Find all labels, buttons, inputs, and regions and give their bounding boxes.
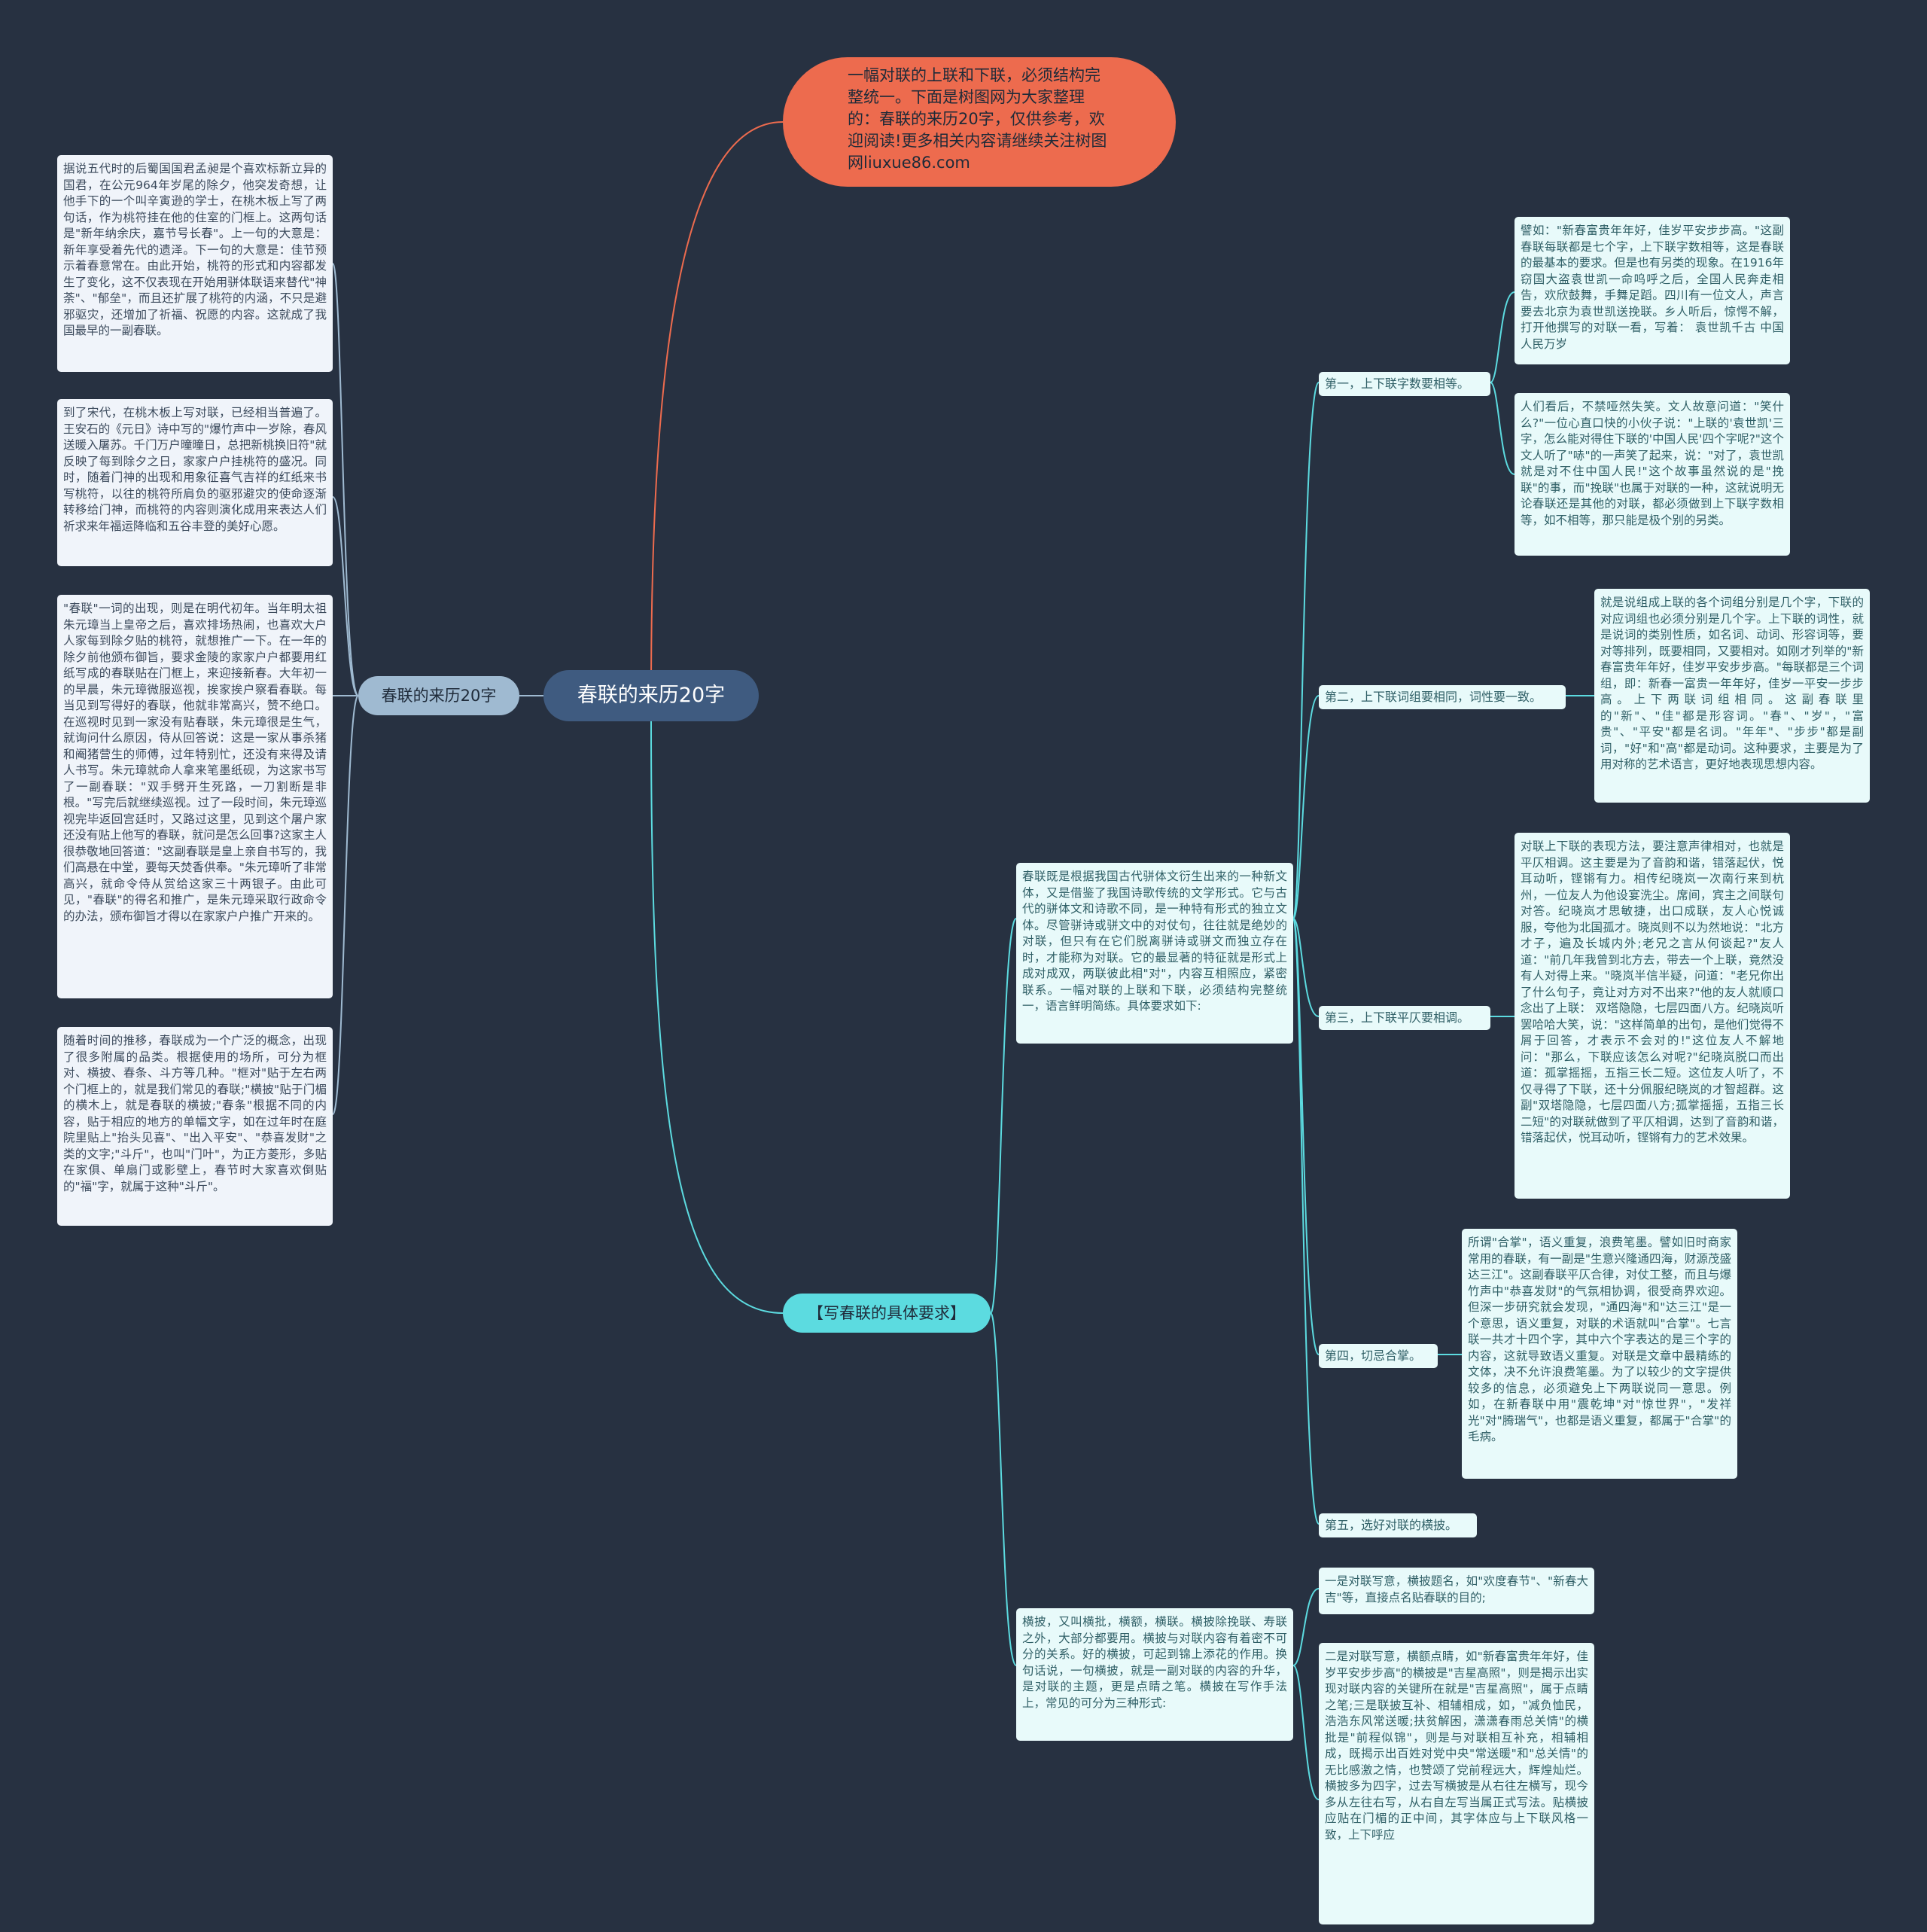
link-hengpi-type2 (1292, 1665, 1320, 1800)
hengpi-description-card[interactable]: 横披，又叫横批，横额，横联。横披除挽联、寿联之外，大部分都要用。横披与对联内容有… (1016, 1608, 1293, 1741)
rule-3-tag[interactable]: 第三，上下联平仄要相调。 (1319, 1006, 1490, 1030)
rule-1-tag[interactable]: 第一，上下联字数要相等。 (1319, 372, 1490, 396)
link-rule1-detail2 (1490, 382, 1515, 475)
rule-2-detail-1[interactable]: 就是说组成上联的各个词组分别是几个字，下联的对应词组也必须分别是几个字。上下联的… (1594, 589, 1870, 803)
link-root-intro (650, 121, 784, 696)
link-left-card2 (332, 496, 359, 696)
rule-3-detail-1[interactable]: 对联上下联的表现方法，要注意声律相对，也就是平仄相调。这主要是为了音韵和谐，错落… (1515, 833, 1790, 1199)
right-branch-node[interactable]: 【写春联的具体要求】 (783, 1294, 991, 1333)
link-rule1-detail1 (1490, 291, 1515, 383)
link-desc-rule1 (1292, 382, 1320, 919)
link-right-desc (990, 918, 1017, 1314)
link-left-card4 (332, 695, 359, 1115)
rule-2-tag[interactable]: 第二，上下联词组要相同，词性要一致。 (1319, 685, 1566, 709)
history-card-1[interactable]: 据说五代时的后蜀国国君孟昶是个喜欢标新立异的国君，在公元964年岁尾的除夕，他突… (57, 155, 333, 372)
rule-5-tag[interactable]: 第五，选好对联的横披。 (1319, 1513, 1477, 1537)
history-card-4[interactable]: 随着时间的推移，春联成为一个广泛的概念，出现了很多附属的品类。根据使用的场所，可… (57, 1027, 333, 1226)
rule-1-detail-2[interactable]: 人们看后，不禁哑然失笑。文人故意问道："笑什么?"一位心直口快的小伙子说："上联… (1515, 393, 1790, 556)
link-right-hengpi (990, 1312, 1017, 1666)
link-hengpi-type1 (1292, 1588, 1320, 1666)
left-branch-node[interactable]: 春联的来历20字 (358, 676, 519, 715)
link-desc-rule2 (1292, 695, 1320, 919)
hengpi-type-1[interactable]: 一是对联写意，横披题名，如"欢度春节"、"新春大吉"等，直接点名贴春联的目的; (1319, 1568, 1594, 1614)
link-left-card1 (332, 263, 359, 696)
link-root-right (650, 721, 784, 1314)
link-desc-rule3 (1292, 918, 1320, 1017)
hengpi-type-2[interactable]: 二是对联写意，横额点睛，如"新春富贵年年好，佳岁平安步步高"的横披是"吉星高照"… (1319, 1643, 1594, 1924)
rule-4-detail-1[interactable]: 所谓"合掌"，语义重复，浪费笔墨。譬如旧时商家常用的春联，有一副是"生意兴隆通四… (1462, 1229, 1737, 1479)
root-node[interactable]: 春联的来历20字 (543, 670, 759, 721)
couplet-description-card[interactable]: 春联既是根据我国古代骈体文衍生出来的一种新文体，又是借鉴了我国诗歌传统的文学形式… (1016, 863, 1293, 1044)
history-card-3[interactable]: "春联"一词的出现，则是在明代初年。当年明太祖朱元璋当上皇帝之后，喜欢排场热闹，… (57, 595, 333, 998)
intro-node[interactable]: 一幅对联的上联和下联，必须结构完整统一。下面是树图网为大家整理的：春联的来历20… (783, 57, 1176, 187)
history-card-2[interactable]: 到了宋代，在桃木板上写对联，已经相当普遍了。王安石的《元日》诗中写的"爆竹声中一… (57, 399, 333, 566)
link-desc-rule5 (1292, 918, 1320, 1525)
rule-1-detail-1[interactable]: 譬如："新春富贵年年好，佳岁平安步步高。"这副春联每联都是七个字，上下联字数相等… (1515, 217, 1790, 364)
rule-4-tag[interactable]: 第四，切忌合掌。 (1319, 1344, 1438, 1368)
